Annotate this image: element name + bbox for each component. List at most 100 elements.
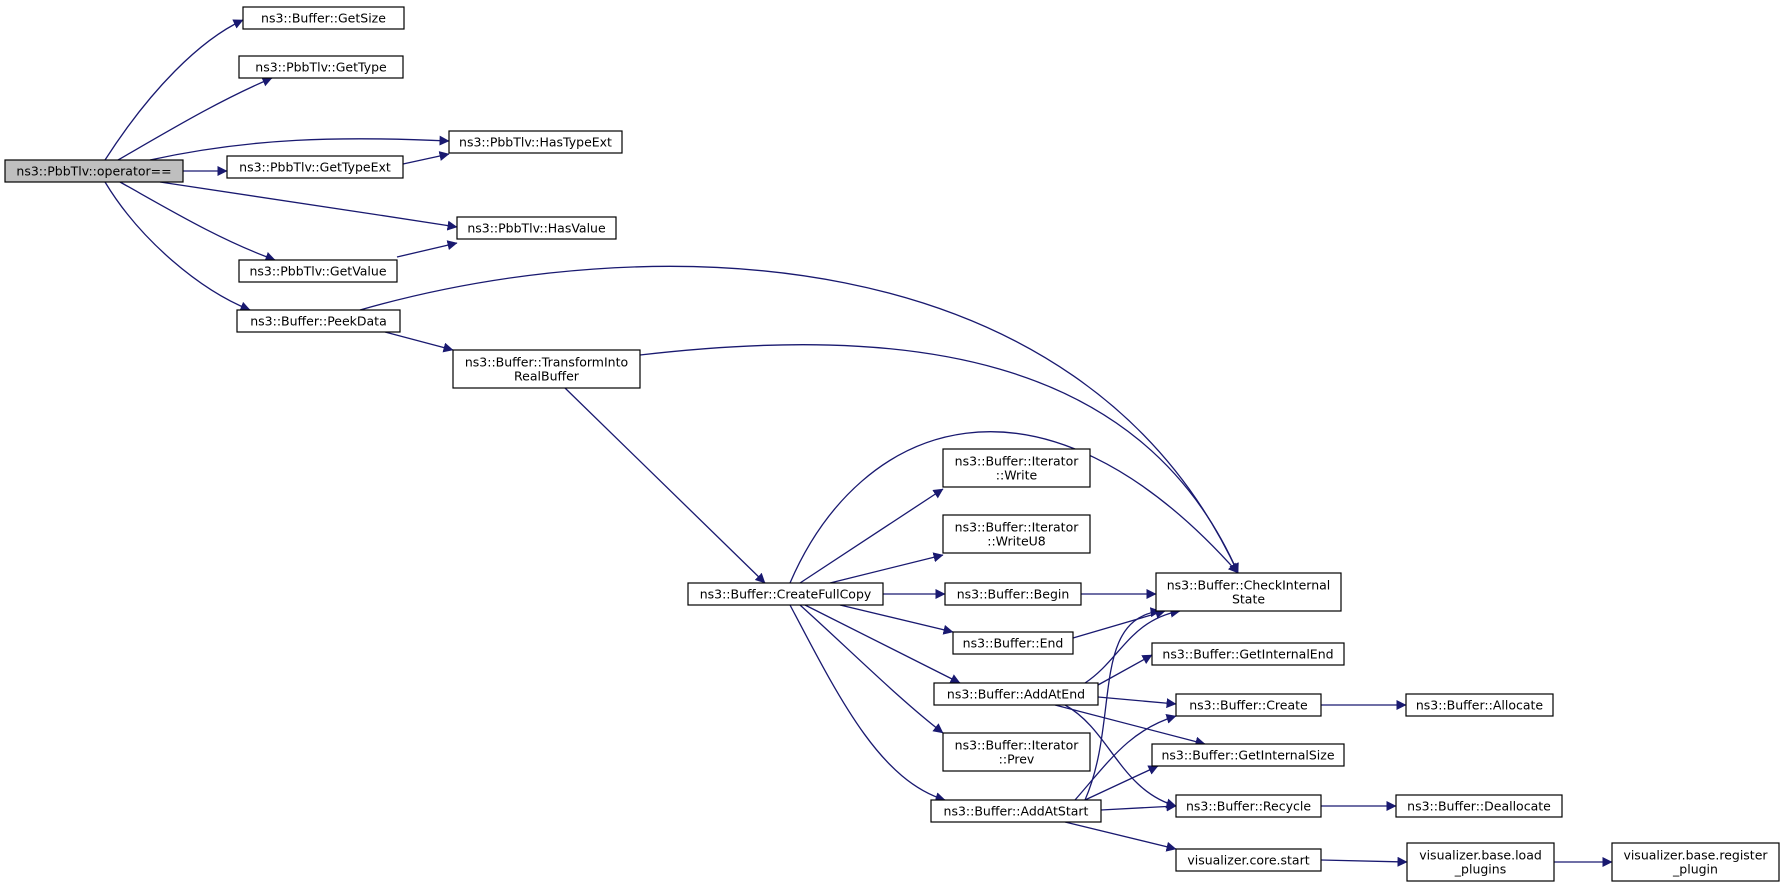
node-recycle[interactable]: ns3::Buffer::Recycle (1175, 794, 1322, 818)
node-label: ns3::PbbTlv::GetValue (249, 264, 386, 279)
node-box (942, 514, 1091, 554)
node-box (226, 155, 404, 179)
node-box (242, 6, 405, 30)
call-edge-addatstart-to-create (1074, 713, 1177, 801)
node-label: ns3::Buffer::Deallocate (1407, 799, 1551, 814)
node-hasvalue[interactable]: ns3::PbbTlv::HasValue (456, 216, 617, 240)
call-edge-addatend-to-recycle (1064, 704, 1177, 809)
node-end[interactable]: ns3::Buffer::End (952, 631, 1074, 655)
node-label: ns3::Buffer::Iterator (955, 520, 1080, 535)
node-box (687, 582, 884, 606)
node-vis_register[interactable]: visualizer.base.register_plugin (1611, 842, 1780, 882)
node-box (238, 55, 404, 79)
node-vis_start[interactable]: visualizer.core.start (1175, 848, 1322, 872)
node-label: ns3::Buffer::CreateFullCopy (700, 587, 872, 602)
node-label: ns3::PbbTlv::GetType (255, 60, 387, 75)
node-box (236, 309, 401, 333)
node-create[interactable]: ns3::Buffer::Create (1175, 693, 1322, 717)
node-box (1406, 842, 1555, 882)
node-getvalue[interactable]: ns3::PbbTlv::GetValue (238, 259, 398, 283)
node-box (1611, 842, 1780, 882)
node-createfullcopy[interactable]: ns3::Buffer::CreateFullCopy (687, 582, 884, 606)
call-edge-peekdata-to-checkinternal (359, 265, 1239, 574)
call-edge-createfullcopy-to-it_writeu8 (829, 552, 944, 584)
call-edge-createfullcopy-to-end (839, 604, 954, 635)
node-it_prev[interactable]: ns3::Buffer::Iterator::Prev (942, 732, 1091, 772)
call-edge-op_eq-to-getvalue (119, 181, 276, 262)
node-getinternalsize[interactable]: ns3::Buffer::GetInternalSize (1151, 743, 1345, 767)
node-box (942, 448, 1091, 488)
node-gettype[interactable]: ns3::PbbTlv::GetType (238, 55, 404, 79)
node-box (456, 216, 617, 240)
node-box (1175, 794, 1322, 818)
node-label: ns3::Buffer::Recycle (1186, 799, 1311, 814)
node-addatstart[interactable]: ns3::Buffer::AddAtStart (930, 799, 1102, 823)
node-box (1151, 642, 1345, 666)
node-label: RealBuffer (514, 369, 580, 384)
node-op_eq[interactable]: ns3::PbbTlv::operator== (4, 159, 184, 183)
node-hastypeext[interactable]: ns3::PbbTlv::HasTypeExt (448, 130, 623, 154)
node-label: ns3::PbbTlv::HasTypeExt (459, 135, 612, 150)
node-box (1395, 794, 1563, 818)
function-nodes: ns3::PbbTlv::operator== ns3::Buffer::GetS… (4, 6, 1780, 882)
call-edge-createfullcopy-to-addatend (804, 604, 961, 684)
node-label: ns3::Buffer::Create (1189, 698, 1308, 713)
node-getinternalend[interactable]: ns3::Buffer::GetInternalEnd (1151, 642, 1345, 666)
node-label: _plugin (1672, 862, 1718, 877)
call-edge-transform-to-createfullcopy (564, 387, 766, 584)
node-it_writeu8[interactable]: ns3::Buffer::Iterator::WriteU8 (942, 514, 1091, 554)
call-edge-op_eq-to-gettype (117, 77, 273, 161)
node-vis_load[interactable]: visualizer.base.load_plugins (1406, 842, 1555, 882)
node-box (930, 799, 1102, 823)
node-box (944, 582, 1082, 606)
node-label: ns3::PbbTlv::operator== (16, 164, 171, 179)
call-edge-createfullcopy-to-checkinternal (789, 431, 1239, 584)
node-allocate[interactable]: ns3::Buffer::Allocate (1405, 693, 1554, 717)
node-box (942, 732, 1091, 772)
call-edge-op_eq-to-peekdata (104, 181, 251, 312)
node-box (1175, 848, 1322, 872)
node-box (933, 682, 1099, 706)
call-edge-vis_start-to-vis_load (1320, 856, 1408, 867)
node-it_write[interactable]: ns3::Buffer::Iterator::Write (942, 448, 1091, 488)
node-label: ns3::PbbTlv::HasValue (467, 221, 606, 236)
node-begin[interactable]: ns3::Buffer::Begin (944, 582, 1082, 606)
node-peekdata[interactable]: ns3::Buffer::PeekData (236, 309, 401, 333)
node-label: ns3::Buffer::GetSize (261, 11, 386, 26)
node-gettypeext[interactable]: ns3::PbbTlv::GetTypeExt (226, 155, 404, 179)
node-label: ns3::Buffer::GetInternalSize (1161, 748, 1334, 763)
node-label: _plugins (1454, 862, 1506, 877)
call-edge-addatstart-to-checkinternal (1084, 607, 1161, 801)
node-addatend[interactable]: ns3::Buffer::AddAtEnd (933, 682, 1099, 706)
node-box (4, 159, 184, 183)
node-label: ns3::Buffer::Allocate (1416, 698, 1544, 713)
node-box (1175, 693, 1322, 717)
node-box (1155, 572, 1342, 612)
node-box (1405, 693, 1554, 717)
node-box (1151, 743, 1345, 767)
node-label: ns3::Buffer::PeekData (250, 314, 387, 329)
node-label: ns3::Buffer::Iterator (955, 738, 1080, 753)
node-label: ns3::Buffer::AddAtStart (944, 804, 1089, 819)
call-edge-op_eq-to-getsize (104, 19, 244, 161)
call-edge-op_eq-to-hastypeext (149, 135, 450, 161)
node-label: State (1232, 592, 1265, 607)
node-getsize[interactable]: ns3::Buffer::GetSize (242, 6, 405, 30)
node-box (238, 259, 398, 283)
call-edge-gettypeext-to-hastypeext (402, 151, 450, 165)
node-label: ns3::Buffer::Iterator (955, 454, 1080, 469)
call-edge-addatstart-to-recycle (1100, 801, 1177, 812)
call-edge-addatstart-to-vis_start (1064, 821, 1177, 852)
node-label: ::WriteU8 (987, 534, 1046, 549)
call-edge-addatstart-to-getinternalsize (1084, 765, 1159, 801)
call-edge-createfullcopy-to-it_write (799, 488, 944, 584)
call-edge-createfullcopy-to-it_prev (799, 604, 944, 734)
node-deallocate[interactable]: ns3::Buffer::Deallocate (1395, 794, 1563, 818)
call-edge-createfullcopy-to-addatstart (789, 604, 946, 802)
node-label: ::Write (996, 468, 1038, 483)
node-label: ns3::Buffer::TransformInto (465, 355, 628, 370)
node-label: visualizer.core.start (1187, 853, 1309, 868)
